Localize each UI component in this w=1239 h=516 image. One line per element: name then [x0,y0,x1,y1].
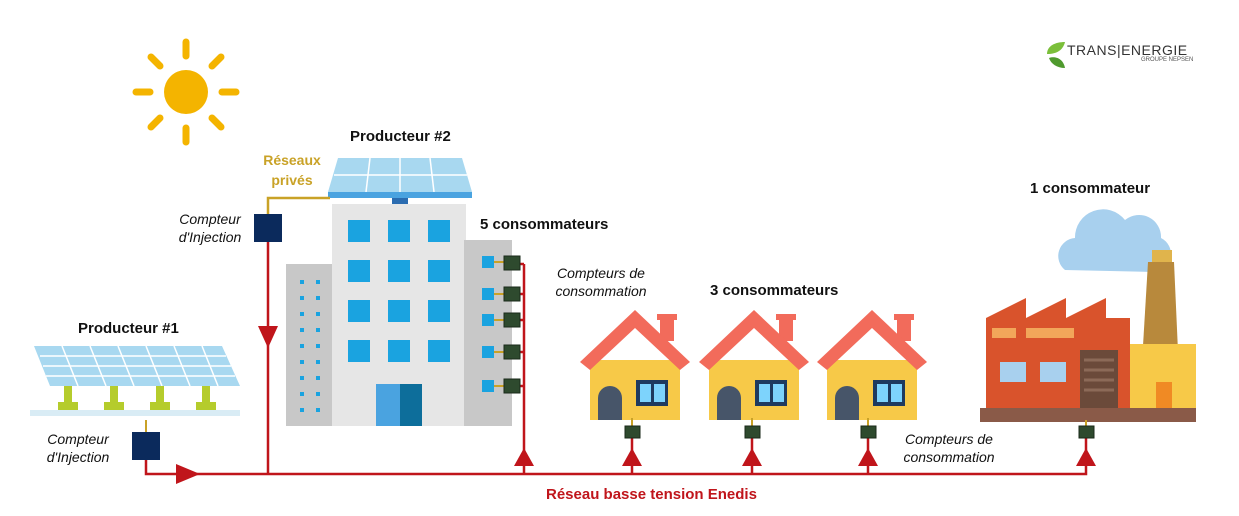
injection-meter-1-label: Compteur d'Injection [46,431,110,465]
logo-subtitle: GROUPE NEPSEN [1141,57,1194,63]
house-3 [817,310,927,420]
consumers-5-label: 5 consommateurs [480,216,609,233]
factory [980,209,1196,422]
private-network-label: Réseaux privés [263,152,321,188]
leaf-logo-icon [1047,42,1065,68]
injection-meter-2 [254,214,282,242]
producer-1-label: Producteur #1 [78,320,179,337]
arrow-up-icon [858,448,878,466]
consumption-meters [503,255,1095,439]
arrow-up-icon [1076,448,1096,466]
house-1 [580,310,690,420]
injection-meter-1 [132,432,160,460]
sun-icon [132,38,240,146]
transenergie-logo: TRANS|ENERGIE GROUPE NEPSEN [1045,40,1193,70]
arrow-up-icon [514,448,534,466]
private-network-line [266,196,330,214]
arrow-up-icon [742,448,762,466]
arrow-right-icon [176,464,200,484]
grid-label: Réseau basse tension Enedis [546,486,757,503]
consumption-meters-label-2: Compteurs de consommation [903,431,995,465]
arrow-down-icon [258,326,278,348]
logo-brand: TRANS|ENERGIE [1067,42,1188,58]
solar-panel-farm [30,345,240,416]
arrow-up-icon [622,448,642,466]
house-2 [699,310,809,420]
producer-2-label: Producteur #2 [350,128,451,145]
injection-meter-2-label: Compteur d'Injection [178,211,242,245]
office-building [286,157,512,426]
consumers-1-label: 1 consommateur [1030,180,1151,197]
consumption-meters-label-1: Compteurs de consommation [555,265,647,299]
flow-arrows [176,326,1096,484]
consumers-3-label: 3 consommateurs [710,282,839,299]
